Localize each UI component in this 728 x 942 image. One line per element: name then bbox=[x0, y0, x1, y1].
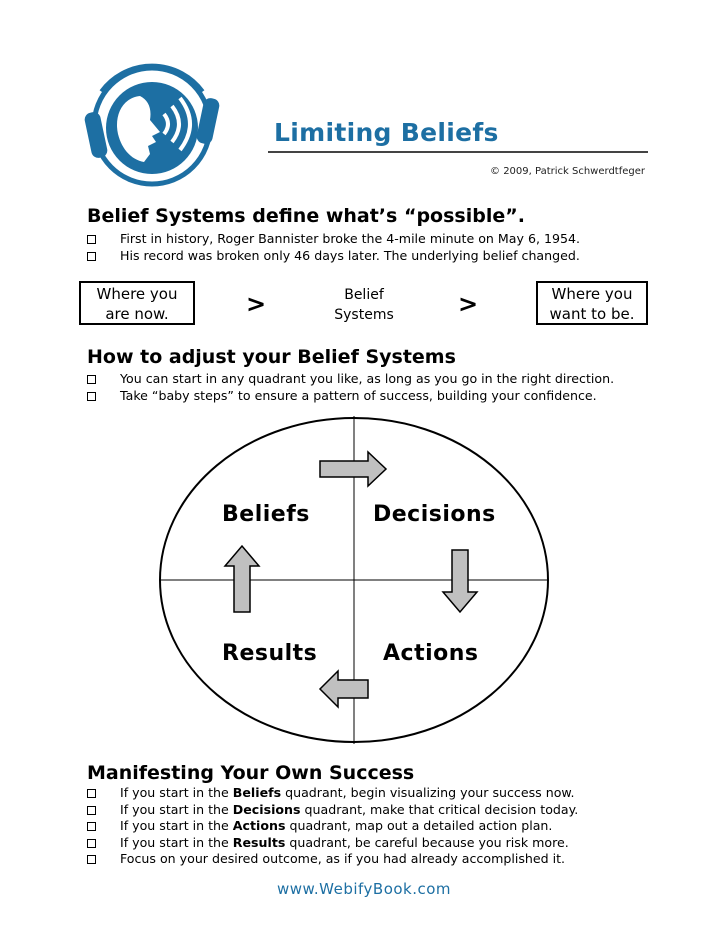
copyright-notice: © 2009, Patrick Schwerdtfeger bbox=[490, 166, 645, 177]
checkbox-icon bbox=[87, 855, 96, 864]
arrow-up-icon bbox=[223, 544, 261, 613]
quadrant-actions: Actions bbox=[383, 641, 479, 666]
list-item-post: quadrant, make that critical decision to… bbox=[300, 801, 579, 817]
list-item-pre: If you start in the bbox=[120, 801, 233, 817]
section3-heading: Manifesting Your Own Success bbox=[87, 762, 415, 784]
where-you-want-box: Where you want to be. bbox=[536, 281, 648, 325]
checkbox-icon bbox=[87, 805, 96, 815]
arrow-right-symbol-2: > bbox=[458, 290, 479, 318]
list-item: If you start in the Decisions quadrant, … bbox=[87, 802, 578, 819]
list-item-bold: Results bbox=[232, 834, 286, 850]
quadrant-beliefs: Beliefs bbox=[222, 502, 310, 527]
list-item-text: You can start in any quadrant you like, … bbox=[120, 371, 615, 386]
where-you-are-line2: are now. bbox=[105, 305, 169, 323]
list-item-pre: If you start in the bbox=[120, 785, 233, 800]
list-item-text: His record was broken only 46 days later… bbox=[120, 247, 580, 263]
list-item-bold: Decisions bbox=[232, 801, 301, 817]
list-item-bold: Beliefs bbox=[232, 785, 282, 800]
list-item-pre: If you start in the bbox=[120, 818, 233, 833]
list-item: If you start in the Actions quadrant, ma… bbox=[87, 818, 578, 835]
checkbox-icon bbox=[87, 838, 96, 848]
list-item-pre: Focus on your desired outcome, as if you… bbox=[120, 851, 566, 866]
where-you-want-line2: want to be. bbox=[549, 305, 635, 323]
website-link[interactable]: www.WebifyBook.com bbox=[276, 880, 452, 898]
arrow-down-icon bbox=[441, 549, 479, 614]
arrow-right-icon bbox=[319, 450, 388, 488]
list-item-text: First in history, Roger Bannister broke … bbox=[120, 231, 581, 246]
checkbox-icon bbox=[87, 789, 96, 798]
list-item: His record was broken only 46 days later… bbox=[87, 248, 580, 265]
checkbox-icon bbox=[87, 235, 96, 244]
section3-list: If you start in the Beliefs quadrant, be… bbox=[87, 785, 578, 868]
speaker-headphones-logo bbox=[84, 63, 220, 187]
belief-systems-line2: Systems bbox=[334, 307, 394, 323]
checkbox-icon bbox=[87, 822, 96, 831]
arrow-right-symbol-1: > bbox=[246, 290, 267, 318]
list-item-pre: If you start in the bbox=[120, 834, 233, 850]
page-title: Limiting Beliefs bbox=[274, 118, 499, 147]
checkbox-icon bbox=[87, 391, 96, 401]
list-item-bold: Actions bbox=[232, 818, 286, 833]
list-item-post: quadrant, be careful because you risk mo… bbox=[285, 834, 569, 850]
belief-systems-label: Belief Systems bbox=[306, 285, 422, 325]
where-you-are-line1: Where you bbox=[96, 285, 178, 303]
title-underline bbox=[268, 151, 648, 153]
list-item: If you start in the Beliefs quadrant, be… bbox=[87, 785, 578, 802]
section1-list: First in history, Roger Bannister broke … bbox=[87, 231, 580, 264]
list-item-post: quadrant, begin visualizing your success… bbox=[281, 785, 575, 800]
list-item: First in history, Roger Bannister broke … bbox=[87, 231, 580, 248]
belief-cycle-diagram bbox=[159, 416, 549, 744]
quadrant-decisions: Decisions bbox=[373, 502, 496, 527]
where-you-are-box: Where you are now. bbox=[79, 281, 195, 325]
list-item: You can start in any quadrant you like, … bbox=[87, 371, 614, 388]
list-item-text: Take “baby steps” to ensure a pattern of… bbox=[120, 387, 597, 403]
arrow-left-icon bbox=[318, 669, 369, 709]
list-item: Take “baby steps” to ensure a pattern of… bbox=[87, 388, 614, 405]
where-you-want-line1: Where you bbox=[551, 285, 633, 303]
quadrant-results: Results bbox=[222, 641, 318, 666]
checkbox-icon bbox=[87, 251, 96, 261]
section1-heading: Belief Systems define what’s “possible”. bbox=[87, 205, 525, 227]
checkbox-icon bbox=[87, 375, 96, 384]
list-item: Focus on your desired outcome, as if you… bbox=[87, 851, 578, 868]
section2-heading: How to adjust your Belief Systems bbox=[87, 346, 456, 368]
belief-systems-line1: Belief bbox=[344, 287, 384, 303]
list-item: If you start in the Results quadrant, be… bbox=[87, 835, 578, 852]
list-item-post: quadrant, map out a detailed action plan… bbox=[285, 818, 553, 833]
section2-list: You can start in any quadrant you like, … bbox=[87, 371, 614, 404]
